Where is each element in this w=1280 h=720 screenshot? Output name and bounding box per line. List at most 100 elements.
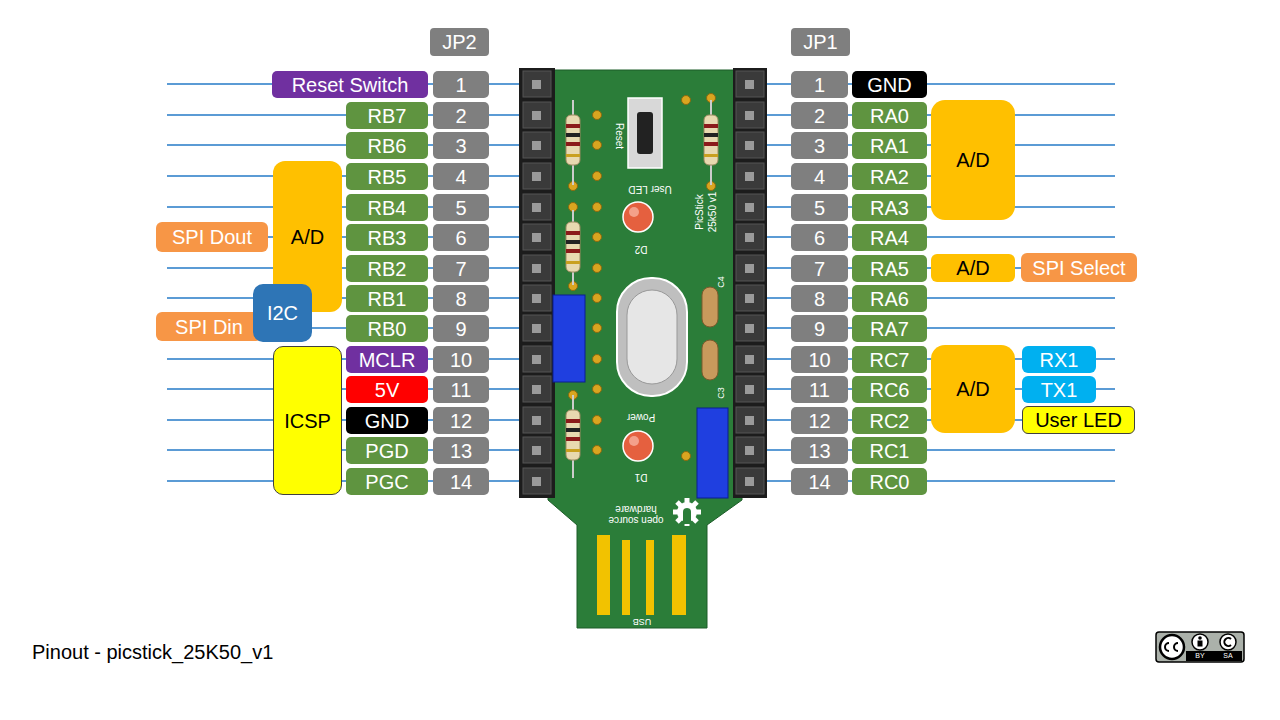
node-text: RA0 [870, 105, 909, 127]
node-text: RB3 [368, 227, 407, 249]
pin-leader-lines [167, 84, 1115, 481]
node-text: RC2 [869, 410, 909, 432]
pin-name: RB0 [346, 315, 428, 342]
node-text: 4 [814, 166, 825, 188]
function-box: A/D [931, 254, 1015, 282]
pin-number: 2 [791, 102, 848, 129]
function-group: ICSP [273, 346, 342, 495]
pin-number: 11 [433, 376, 489, 403]
pin-number: 1 [433, 71, 489, 98]
node-text: 5V [375, 379, 399, 401]
pin-number: 5 [433, 194, 489, 221]
node-text: A/D [956, 378, 989, 400]
node-text: 3 [814, 135, 825, 157]
pin-number: 10 [791, 346, 848, 373]
silkscreen-text: open source hardware [605, 504, 667, 526]
pin-name: RC2 [852, 407, 927, 434]
node-text: 14 [808, 471, 830, 493]
pin-name: RA5 [852, 255, 927, 282]
pin-number: 8 [791, 285, 848, 312]
pin-name: RA2 [852, 163, 927, 190]
node-text: 10 [450, 349, 472, 371]
pin-number: 3 [433, 132, 489, 159]
node-text: 8 [814, 288, 825, 310]
function-group: A/D [931, 345, 1015, 433]
pin-name: PGC [346, 468, 428, 495]
pcb [548, 70, 742, 628]
node-text: I2C [267, 302, 298, 324]
node-text: 14 [450, 471, 472, 493]
node-text: A/D [956, 149, 989, 171]
node-text: 11 [451, 379, 472, 401]
pin-number: 13 [791, 437, 848, 464]
caption: Pinout - picstick_25K50_v1 [32, 641, 273, 664]
pin-number: 7 [791, 255, 848, 282]
node-text: 11 [809, 379, 830, 401]
node-text: GND [365, 410, 409, 432]
silkscreen-text: User LED [628, 184, 671, 195]
pin-number: 13 [433, 437, 489, 464]
pin-number: 5 [791, 194, 848, 221]
node-text: MCLR [359, 349, 416, 371]
node-text: 9 [455, 318, 466, 340]
node-text: 2 [455, 105, 466, 127]
pin-number: 6 [791, 224, 848, 251]
pin-name: RC6 [852, 376, 927, 403]
pin-name: RC7 [852, 346, 927, 373]
node-text: 6 [814, 227, 825, 249]
pcb-holes [569, 94, 716, 461]
node-text: GND [867, 74, 911, 96]
function-box: I2C [253, 284, 312, 342]
node-text: RB1 [368, 288, 407, 310]
node-text: ICSP [284, 410, 331, 432]
pin-number: 14 [791, 468, 848, 495]
pin-name: RA6 [852, 285, 927, 312]
pin-number: 2 [433, 102, 489, 129]
pin-name: PGD [346, 437, 428, 464]
silkscreen-text: 25k50 v1 [707, 192, 718, 233]
pin-name: MCLR [346, 346, 428, 373]
silkscreen-text: USB [633, 616, 652, 626]
pin-number: 1 [791, 71, 848, 98]
node-text: 9 [814, 318, 825, 340]
node-text: 10 [808, 349, 830, 371]
node-text: 13 [450, 440, 472, 462]
node-text: RB0 [368, 318, 407, 340]
capacitor [702, 287, 718, 380]
pin-name: RB7 [346, 102, 428, 129]
node-text: RC7 [869, 349, 909, 371]
node-text: RA7 [870, 318, 909, 340]
pin-number: 14 [433, 468, 489, 495]
pin-name: RB6 [346, 132, 428, 159]
pin-name: RB3 [346, 224, 428, 251]
pin-header [519, 68, 767, 498]
node-text: SPI Select [1032, 257, 1125, 279]
node-text: JP1 [803, 31, 837, 53]
license-text: SA [1223, 652, 1232, 660]
node-text: 7 [455, 258, 466, 280]
node-text: SPI Din [175, 316, 243, 338]
header-label: JP1 [791, 28, 850, 56]
pin-number: 9 [433, 315, 489, 342]
node-text: 2 [814, 105, 825, 127]
node-text: 12 [808, 410, 830, 432]
usb-contacts [597, 535, 686, 615]
silkscreen-text: Reset [614, 123, 625, 149]
node-text: 12 [450, 410, 472, 432]
function-box: SPI Dout [156, 222, 268, 252]
node-text: RB7 [368, 105, 407, 127]
silkscreen-text: Power [627, 412, 655, 423]
node-text: 4 [455, 166, 466, 188]
pin-name: RA4 [852, 224, 927, 251]
node-text: A/D [291, 226, 324, 248]
function-group: A/D [931, 100, 1015, 220]
node-text: SPI Dout [172, 226, 252, 248]
cc-badge [1156, 632, 1244, 662]
node-text: RC1 [869, 440, 909, 462]
node-text: JP2 [442, 31, 476, 53]
pin-number: 8 [433, 285, 489, 312]
crystal [617, 278, 687, 396]
pin-number: 4 [791, 163, 848, 190]
node-text: RB5 [368, 166, 407, 188]
function-box: SPI Din [156, 312, 262, 341]
